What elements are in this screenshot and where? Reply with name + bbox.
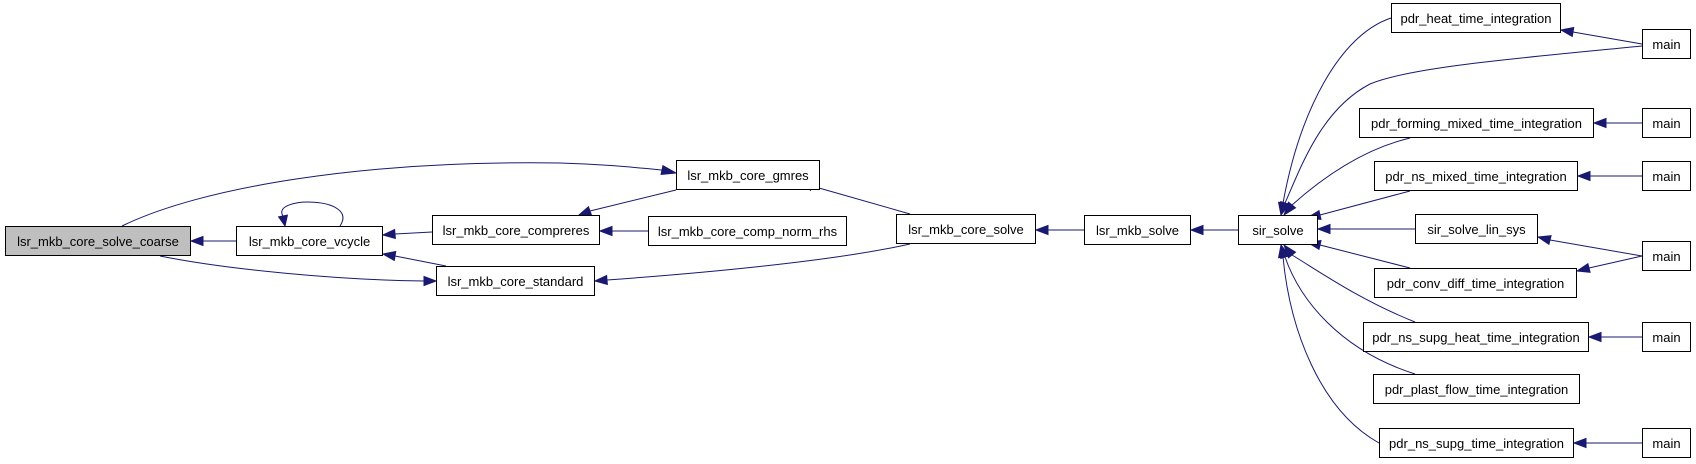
edge-main2-to-forming (1592, 117, 1642, 129)
arrowhead (1575, 262, 1591, 273)
arrowhead (423, 275, 438, 287)
edge-forming-to-sir-solve (1283, 137, 1411, 217)
arrowhead (189, 235, 204, 247)
edge-main4-to-lin-sys (1536, 235, 1643, 257)
node-lsr-mkb-core-solve[interactable]: lsr_mkb_core_solve (896, 214, 1036, 244)
node-pdr-plast-flow-time-integration[interactable]: pdr_plast_flow_time_integration (1373, 374, 1580, 404)
arrowhead (1034, 224, 1049, 236)
edge-core-solve-to-standard (593, 243, 911, 286)
arrowhead (598, 225, 613, 237)
edge-vcycle-to-root (189, 235, 236, 247)
edge-lin-sys-to-sir-solve (1316, 223, 1415, 235)
arrowhead (577, 205, 593, 216)
arrowhead (1189, 224, 1204, 236)
node-pdr-ns-supg-time-integration[interactable]: pdr_ns_supg_time_integration (1379, 428, 1574, 458)
arrowhead (381, 250, 397, 262)
arrowhead (1587, 331, 1602, 343)
arrowhead (1572, 437, 1587, 449)
node-lsr-mkb-solve[interactable]: lsr_mkb_solve (1084, 215, 1191, 245)
edge-gmres-to-root (121, 162, 678, 227)
edge-main1-to-heat (1559, 26, 1643, 45)
edge-comp-norm-rhs-to-compreres (598, 225, 648, 237)
edge-standard-to-vcycle (381, 250, 447, 267)
arrowhead (1316, 223, 1331, 235)
node-main-6[interactable]: main (1642, 428, 1691, 458)
node-main-5[interactable]: main (1642, 322, 1691, 352)
arrowhead (277, 214, 289, 228)
arrowhead (1283, 201, 1297, 217)
node-main-3[interactable]: main (1642, 161, 1691, 191)
node-main-2[interactable]: main (1642, 108, 1691, 138)
node-lsr-mkb-core-compreres[interactable]: lsr_mkb_core_compreres (432, 215, 600, 245)
node-pdr-conv-diff-time-integration[interactable]: pdr_conv_diff_time_integration (1374, 268, 1577, 298)
node-sir-solve[interactable]: sir_solve (1238, 215, 1318, 245)
node-pdr-forming-mixed-time-integration[interactable]: pdr_forming_mixed_time_integration (1359, 108, 1594, 138)
edge-ns-supg-to-sir-solve (1277, 243, 1380, 444)
node-pdr-heat-time-integration[interactable]: pdr_heat_time_integration (1391, 3, 1561, 33)
node-lsr-mkb-core-standard[interactable]: lsr_mkb_core_standard (436, 266, 595, 296)
edge-main3-to-ns-mixed (1576, 170, 1642, 182)
arrowhead (593, 274, 608, 286)
edge-ns-mixed-to-sir-solve (1305, 190, 1411, 220)
edge-compreres-to-vcycle (381, 228, 433, 240)
node-lsr-mkb-core-comp-norm-rhs[interactable]: lsr_mkb_core_comp_norm_rhs (648, 216, 847, 246)
edge-standard-to-root (159, 255, 438, 287)
node-pdr-ns-mixed-time-integration[interactable]: pdr_ns_mixed_time_integration (1374, 161, 1578, 191)
edge-main6-to-ns-supg (1572, 437, 1642, 449)
arrowhead (660, 164, 678, 175)
node-lsr-mkb-core-vcycle[interactable]: lsr_mkb_core_vcycle (236, 226, 383, 256)
edge-main4-to-conv-diff (1575, 255, 1643, 273)
node-pdr-ns-supg-heat-time-integration[interactable]: pdr_ns_supg_heat_time_integration (1363, 322, 1589, 352)
arrowhead (1559, 26, 1575, 38)
arrowhead (381, 228, 396, 240)
edge-main5-to-ns-supg-heat (1587, 331, 1642, 343)
arrowhead (1576, 170, 1591, 182)
edge-conv-diff-to-sir-solve (1305, 240, 1411, 269)
edge-sir-solve-to-mkb-solve (1189, 224, 1238, 236)
arrowhead (1592, 117, 1607, 129)
node-main-1[interactable]: main (1642, 29, 1691, 59)
edge-mkb-solve-to-core-solve (1034, 224, 1084, 236)
node-sir-solve-lin-sys[interactable]: sir_solve_lin_sys (1415, 214, 1538, 244)
edge-vcycle-to-vcycle (277, 201, 344, 228)
edge-gmres-to-compreres (577, 189, 677, 216)
node-lsr-mkb-core-gmres[interactable]: lsr_mkb_core_gmres (676, 160, 820, 190)
arrowhead (1277, 243, 1289, 259)
arrowhead (1536, 235, 1552, 246)
node-lsr-mkb-core-solve-coarse: lsr_mkb_core_solve_coarse (5, 226, 191, 256)
node-main-4[interactable]: main (1642, 241, 1691, 271)
